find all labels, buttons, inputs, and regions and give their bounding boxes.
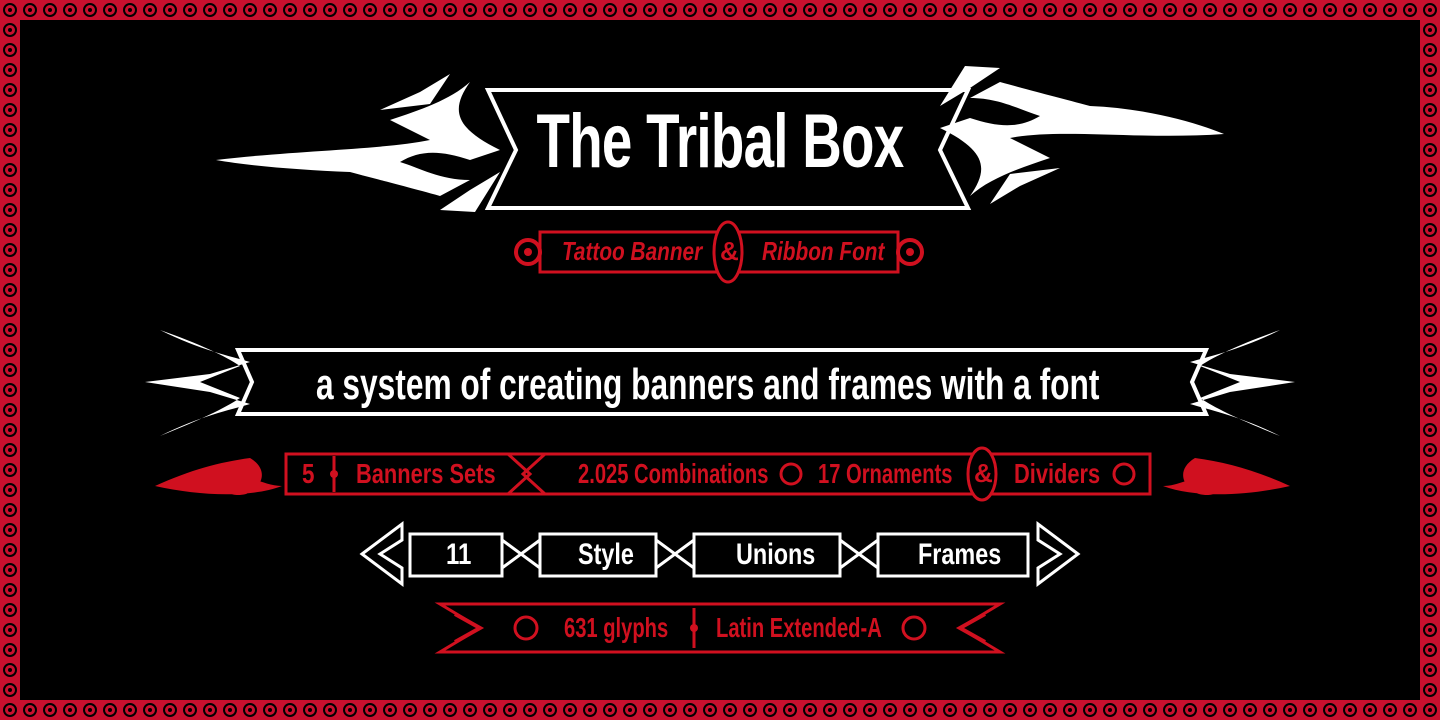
subtitle-ribbon bbox=[514, 220, 924, 284]
style-label: Style bbox=[578, 538, 634, 571]
ornaments-label: 17 Ornaments bbox=[818, 458, 953, 489]
features-ribbon bbox=[155, 446, 1290, 502]
page-title: The Tribal Box bbox=[536, 99, 905, 184]
subtitle-ampersand: & bbox=[720, 236, 739, 266]
charset-label: Latin Extended-A bbox=[716, 612, 882, 643]
styles-banner bbox=[359, 521, 1081, 587]
style-count: 11 bbox=[446, 538, 472, 571]
frames-label: Frames bbox=[918, 538, 1002, 571]
combinations-label: 2.025 Combinations bbox=[578, 458, 769, 489]
subtitle-right: Ribbon Font bbox=[762, 236, 885, 266]
left-tribal-wing bbox=[216, 82, 500, 196]
features-ampersand: & bbox=[974, 458, 993, 488]
banner-sets-label: Banners Sets bbox=[356, 458, 496, 489]
tagline: a system of creating banners and frames … bbox=[316, 360, 1100, 409]
right-tribal-wing bbox=[940, 82, 1224, 196]
tagline-banner bbox=[145, 330, 1295, 436]
unions-label: Unions bbox=[736, 538, 816, 571]
subtitle-left: Tattoo Banner bbox=[562, 236, 703, 266]
glyphs-ribbon bbox=[434, 602, 1006, 654]
glyph-count: 631 glyphs bbox=[564, 612, 669, 643]
banner-sets-count: 5 bbox=[302, 458, 315, 489]
dividers-label: Dividers bbox=[1014, 458, 1101, 489]
title-banner bbox=[216, 66, 1224, 212]
